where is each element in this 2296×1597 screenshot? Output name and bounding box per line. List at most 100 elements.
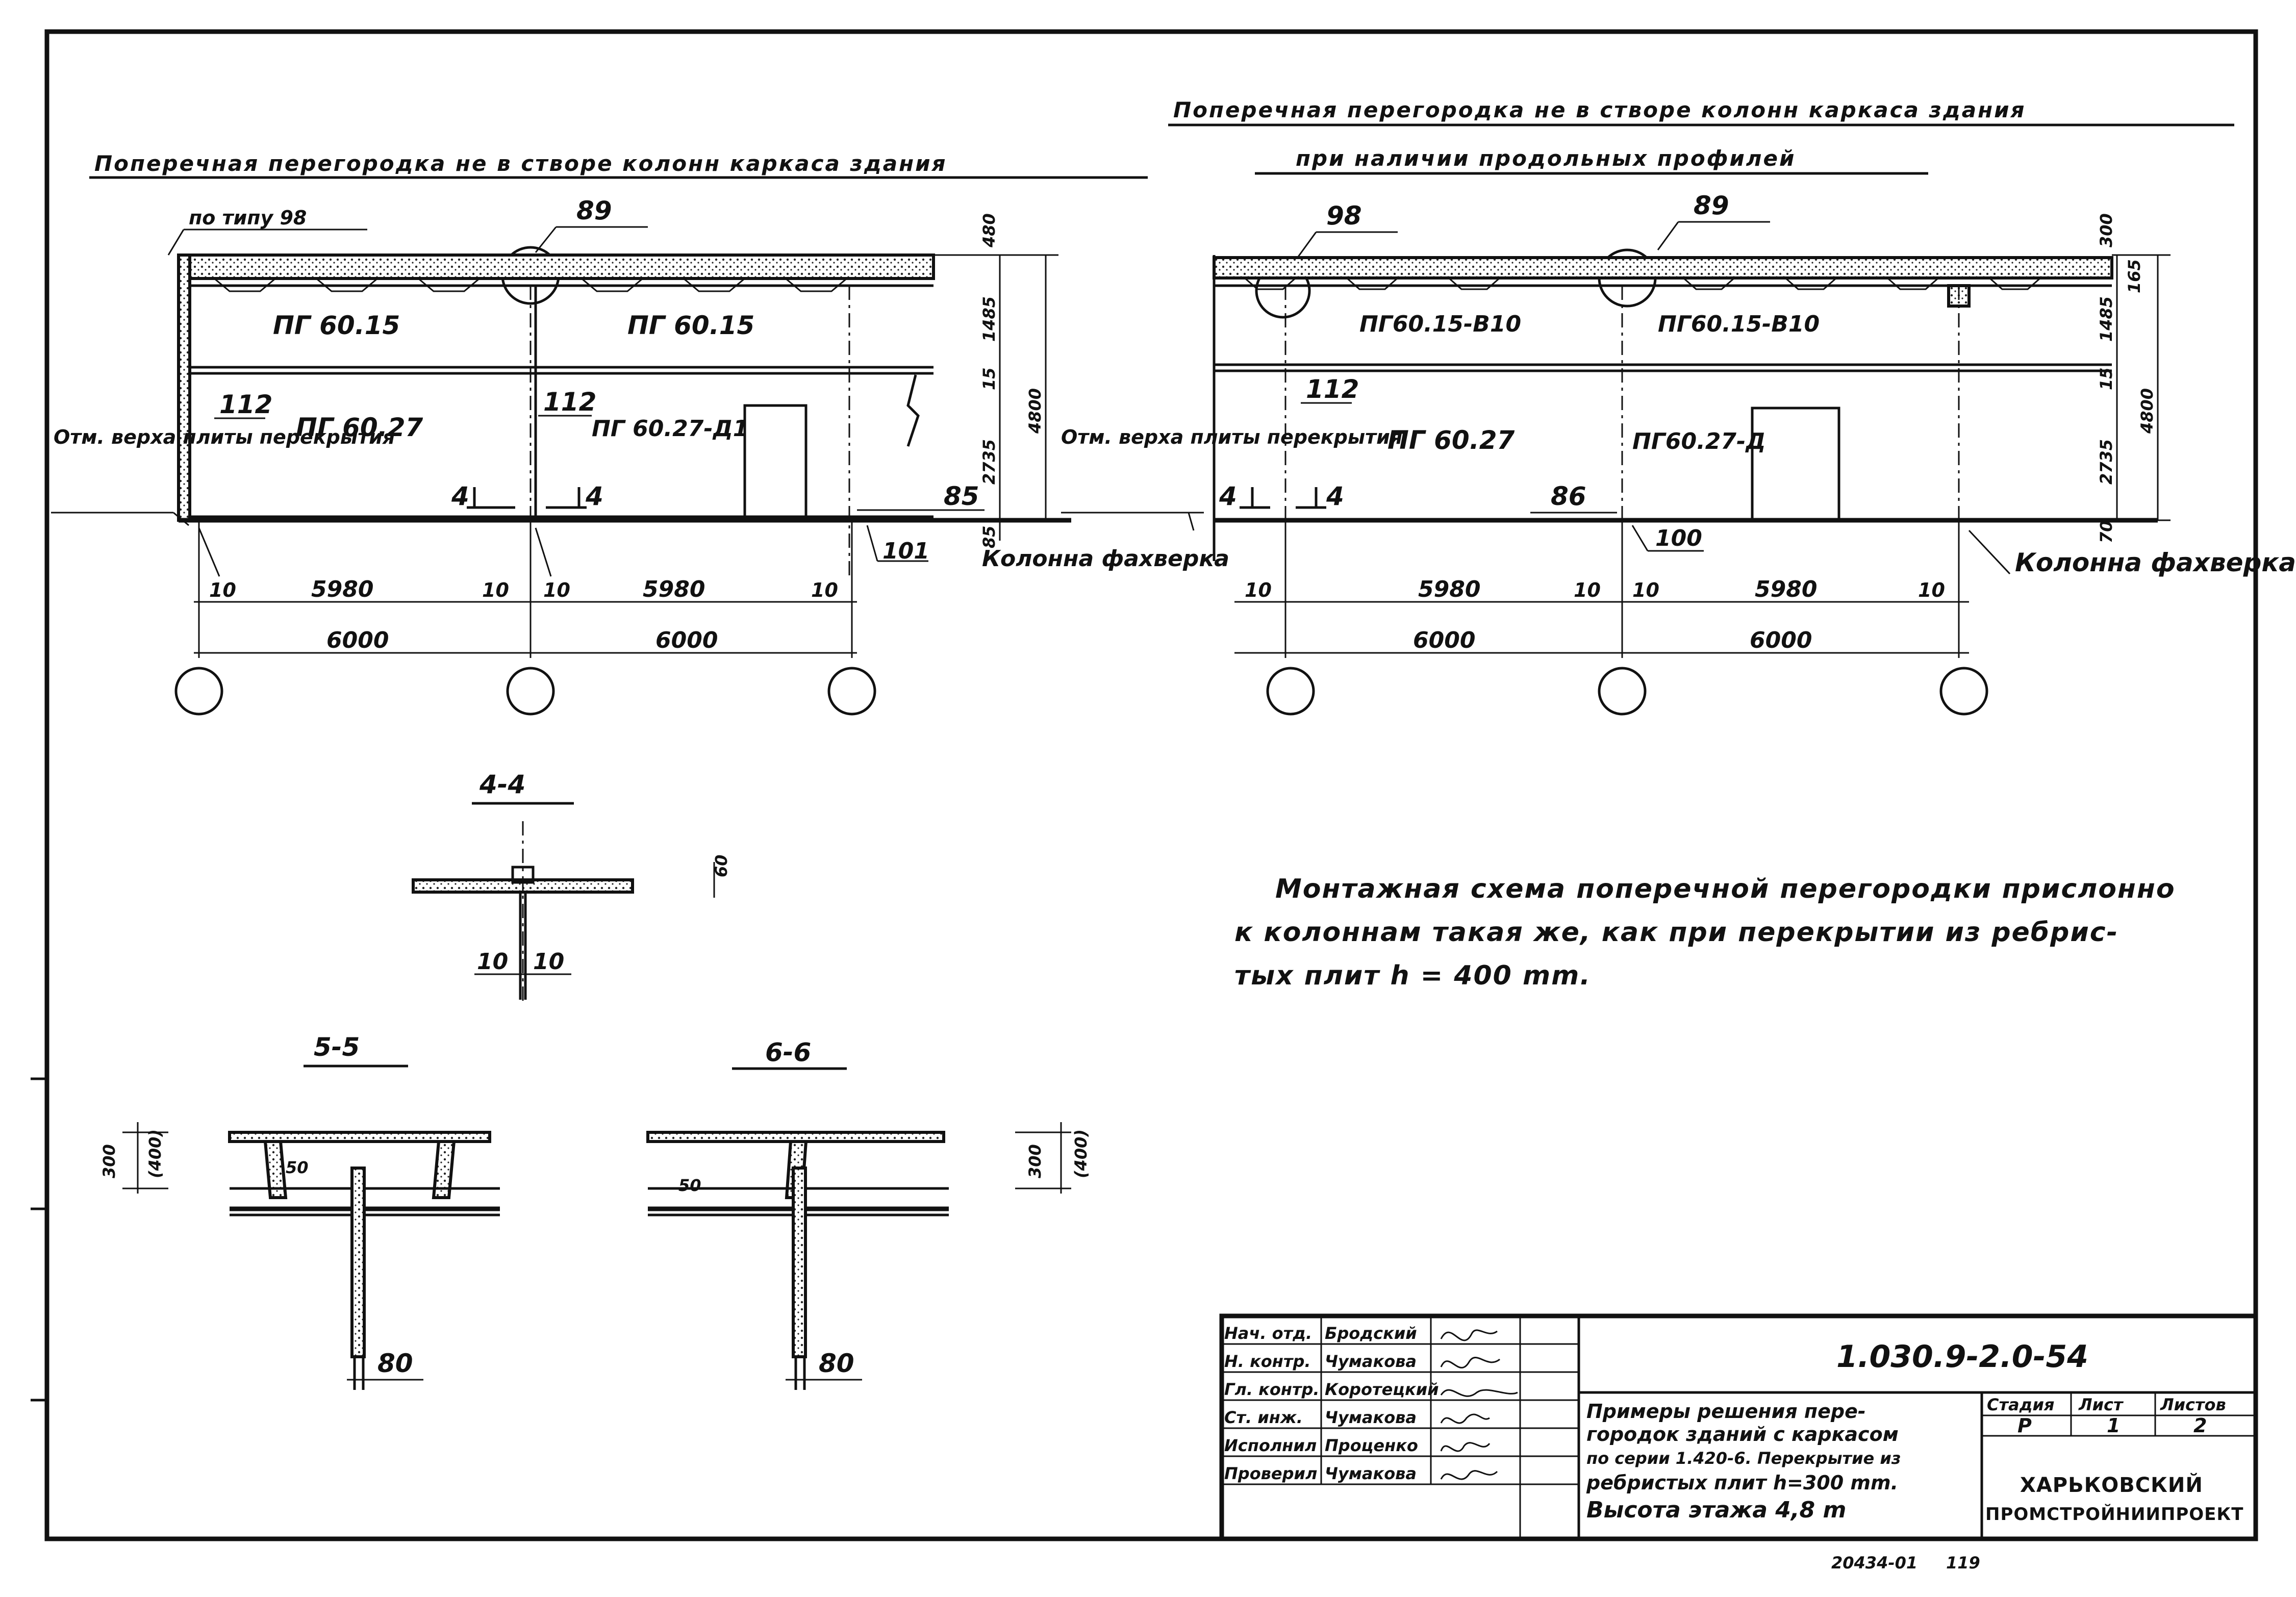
tb-doc-code: 1.030.9-2.0-54 bbox=[1836, 1339, 2088, 1375]
left-hdim-10c: 10 bbox=[543, 579, 570, 601]
note-line2: к колоннам такая же, как при перекрытии … bbox=[1234, 917, 2118, 948]
left-title: Поперечная перегородка не в створе колон… bbox=[94, 151, 947, 176]
left-vdim-2735: 2735 bbox=[979, 439, 999, 485]
left-roof-slab bbox=[177, 254, 935, 280]
tb-role-2: Н. контр. bbox=[1224, 1352, 1311, 1371]
left-panel-top-2: ПГ 60.15 bbox=[627, 311, 754, 340]
right-level-note: Отм. верха плиты перекрытия bbox=[1061, 426, 1402, 448]
right-dim-86: 86 bbox=[1551, 481, 1586, 511]
left-dim-101: 101 bbox=[882, 538, 929, 564]
left-vdim-15: 15 bbox=[979, 367, 999, 390]
right-panel-top-1: ПГ60.15-В10 bbox=[1359, 311, 1521, 337]
left-column-label: Колонна фахверка bbox=[982, 546, 1229, 572]
right-hdim-10c: 10 bbox=[1632, 579, 1659, 601]
tb-desc-5: Высота этажа 4,8 m bbox=[1586, 1497, 1846, 1523]
tb-desc-1: Примеры решения пере- bbox=[1586, 1400, 1866, 1423]
tb-org-line2: ПРОМСТРОЙНИИПРОЕКТ bbox=[1985, 1504, 2243, 1525]
left-panel-top-1: ПГ 60.15 bbox=[273, 311, 400, 340]
left-vdim-480: 480 bbox=[979, 213, 999, 248]
tb-org-line1: ХАРЬКОВСКИЙ bbox=[2020, 1473, 2203, 1497]
section-5-5-dim-height: 300 bbox=[99, 1144, 119, 1178]
left-hdim-10b: 10 bbox=[482, 579, 509, 601]
left-marker-1: 112 bbox=[219, 390, 272, 419]
section-6-6-dim-height-alt: (400) bbox=[1071, 1129, 1091, 1178]
right-section-4a: 4 bbox=[1219, 481, 1237, 511]
svg-text:Отм. верха плиты перекрытия: Отм. верха плиты перекрытия bbox=[54, 426, 395, 448]
svg-text:Отм. верха плиты перекрытия: Отм. верха плиты перекрытия bbox=[1061, 426, 1402, 448]
right-vdim-15: 15 bbox=[2097, 367, 2116, 390]
tb-name-2: Чумакова bbox=[1325, 1352, 1417, 1371]
left-panel-bottom-1: ПГ 60.27 bbox=[296, 413, 423, 442]
tb-name-5: Проценко bbox=[1325, 1436, 1418, 1455]
footer-inventory: 20434-01 bbox=[1831, 1553, 1917, 1573]
tb-role-6: Проверил bbox=[1224, 1464, 1317, 1483]
section-5-5-dim-stem: 80 bbox=[377, 1349, 413, 1378]
section-6-6-dim-height: 300 bbox=[1025, 1144, 1045, 1178]
sheet-frame bbox=[44, 29, 2258, 1541]
left-vdim-85: 85 bbox=[979, 525, 999, 548]
tb-name-3: Коротецкий bbox=[1325, 1380, 1439, 1399]
tb-role-4: Ст. инж. bbox=[1224, 1408, 1303, 1427]
right-axis-bubble-2 bbox=[1598, 667, 1647, 716]
tb-role-5: Исполнил bbox=[1224, 1436, 1317, 1455]
right-column-label: Колонна фахверка bbox=[2015, 548, 2296, 577]
section-6-6-dim-stem: 80 bbox=[819, 1349, 854, 1378]
right-vdim-4800: 4800 bbox=[2137, 388, 2157, 434]
left-elevation: Поперечная перегородка не в створе колон… bbox=[51, 151, 1229, 716]
tb-desc-4: ребристых плит h=300 mm. bbox=[1586, 1472, 1898, 1494]
left-callout-node: 89 bbox=[576, 196, 612, 225]
right-vdim-70: 70 bbox=[2097, 520, 2116, 543]
section-5-5: 5-5 80 50 300 (400) bbox=[99, 1032, 500, 1390]
note-line1: Монтажная схема поперечной перегородки п… bbox=[1275, 874, 2176, 904]
right-hdim-10d: 10 bbox=[1918, 579, 1945, 601]
section-6-6-dim-mark: 50 bbox=[678, 1176, 701, 1195]
left-hdim-10a: 10 bbox=[209, 579, 236, 601]
left-axis-bubble-2 bbox=[506, 667, 555, 716]
section-5-5-title: 5-5 bbox=[314, 1032, 360, 1062]
section-4-4-title: 4-4 bbox=[479, 770, 525, 799]
left-panel-bottom-2: ПГ 60.27-Д1 bbox=[592, 416, 748, 442]
left-dim-85: 85 bbox=[944, 481, 979, 511]
right-door bbox=[1751, 407, 1840, 522]
footer-page: 119 bbox=[1946, 1553, 1980, 1573]
section-6-6: 6-6 80 50 300 (400) bbox=[646, 1037, 1091, 1390]
tb-sheet-value: 1 bbox=[2107, 1414, 2120, 1437]
signatures bbox=[1440, 1329, 1518, 1480]
left-section-4b: 4 bbox=[585, 481, 603, 511]
tb-sheets-label: Листов bbox=[2160, 1395, 2226, 1414]
tb-name-6: Чумакова bbox=[1325, 1464, 1417, 1483]
left-hdim-6000b: 6000 bbox=[655, 627, 718, 653]
section-4-4-dim-left: 10 bbox=[477, 949, 508, 975]
right-hdim-6000b: 6000 bbox=[1750, 627, 1812, 653]
section-5-5-dim-mark: 50 bbox=[286, 1158, 309, 1177]
left-axis-bubble-1 bbox=[174, 667, 223, 716]
right-vdim-300: 300 bbox=[2097, 213, 2116, 247]
tb-sheet-label: Лист bbox=[2078, 1395, 2124, 1414]
section-5-5-dim-height-alt: (400) bbox=[145, 1129, 165, 1178]
tb-desc-2: городок зданий с каркасом bbox=[1586, 1423, 1899, 1446]
right-hdim-6000a: 6000 bbox=[1413, 627, 1475, 653]
note-line3: тых плит h = 400 mm. bbox=[1234, 960, 1591, 991]
left-hdim-5980b: 5980 bbox=[643, 576, 705, 602]
right-title-line2: при наличии продольных профилей bbox=[1296, 146, 1796, 171]
left-callout-type: по типу 98 bbox=[189, 207, 307, 229]
right-section-4b: 4 bbox=[1326, 481, 1344, 511]
right-roof-slab bbox=[1213, 256, 2113, 280]
title-block: Нач. отд. Н. контр. Гл. контр. Ст. инж. … bbox=[1219, 1313, 2258, 1541]
left-marker-2: 112 bbox=[543, 387, 596, 417]
right-hdim-5980b: 5980 bbox=[1755, 576, 1817, 602]
left-vdim-1485: 1485 bbox=[979, 296, 999, 342]
right-panel-bottom-1: ПГ 60.27 bbox=[1387, 425, 1515, 455]
tb-stage-value: Р bbox=[2017, 1414, 2032, 1437]
left-vdim-4800: 4800 bbox=[1025, 388, 1045, 434]
right-callout-node-a: 98 bbox=[1326, 201, 1362, 231]
right-marker-1: 112 bbox=[1306, 374, 1359, 404]
right-dim-100: 100 bbox=[1655, 525, 1702, 551]
right-vdim-165: 165 bbox=[2125, 259, 2144, 293]
section-4-4: 4-4 60 10 10 bbox=[412, 770, 731, 1005]
tb-sheets-value: 2 bbox=[2193, 1414, 2207, 1437]
right-title-line1: Поперечная перегородка не в створе колон… bbox=[1173, 97, 2026, 122]
right-vdim-2735: 2735 bbox=[2097, 439, 2116, 485]
tb-desc-3: по серии 1.420-6. Перекрытие из bbox=[1586, 1449, 1901, 1468]
